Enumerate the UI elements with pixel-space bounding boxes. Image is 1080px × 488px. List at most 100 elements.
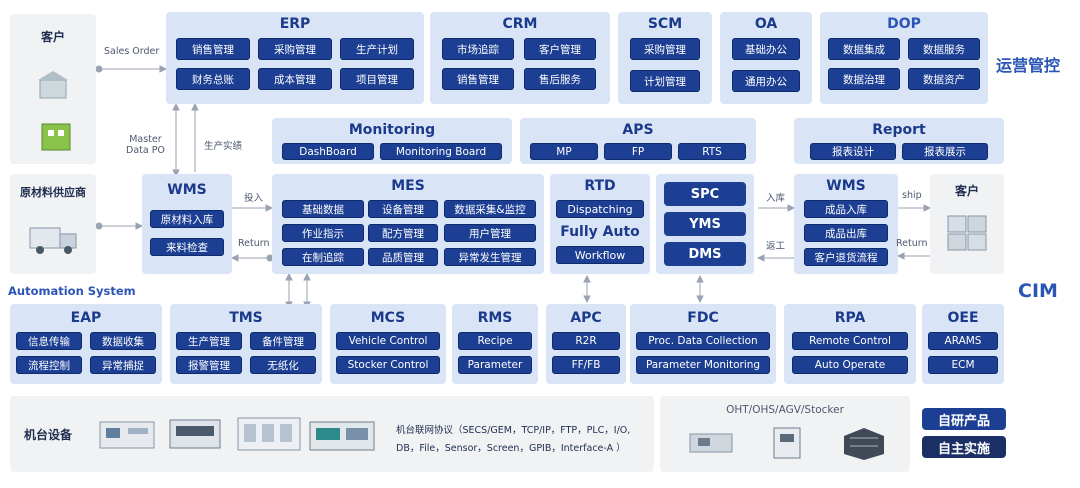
wms-left-item[interactable]: 来料检查 (150, 238, 224, 256)
dop-title: DOP (887, 16, 921, 32)
mcs-item[interactable]: Stocker Control (336, 356, 440, 374)
oa-item[interactable]: 基础办公 (732, 38, 800, 60)
erp-item[interactable]: 销售管理 (176, 38, 250, 60)
wms-left-item[interactable]: 原材料入库 (150, 210, 224, 228)
fdc-title: FDC (687, 310, 719, 326)
oee-item[interactable]: ECM (928, 356, 998, 374)
stocker-icon (844, 428, 884, 460)
aps-item[interactable]: FP (604, 143, 672, 160)
rework-label: 返工 (766, 241, 786, 252)
scm-panel: SCM 采购管理 计划管理 (618, 12, 712, 104)
scm-item[interactable]: 计划管理 (630, 70, 700, 92)
oa-item[interactable]: 通用办公 (732, 70, 800, 92)
tms-item[interactable]: 备件管理 (250, 332, 316, 350)
apc-item[interactable]: R2R (552, 332, 620, 350)
rms-item[interactable]: Recipe (458, 332, 532, 350)
master-data-label: Master Data PO (126, 134, 165, 156)
mcs-item[interactable]: Vehicle Control (336, 332, 440, 350)
mes-item[interactable]: 设备管理 (368, 200, 438, 218)
monitoring-item[interactable]: DashBoard (282, 143, 374, 160)
crm-item[interactable]: 销售管理 (442, 68, 514, 90)
mes-item[interactable]: 品质管理 (368, 248, 438, 266)
spc-yms-dms-panel: SPC YMS DMS (656, 174, 754, 274)
mes-item[interactable]: 在制追踪 (282, 248, 364, 266)
dop-item[interactable]: 数据服务 (908, 38, 980, 60)
erp-item[interactable]: 成本管理 (258, 68, 332, 90)
supplier-label: 原材料供应商 (20, 186, 86, 199)
spc-box[interactable]: SPC (664, 182, 746, 206)
oee-panel: OEE ARAMS ECM (922, 304, 1004, 384)
monitoring-item[interactable]: Monitoring Board (380, 143, 502, 160)
wms-right-item[interactable]: 成品出库 (804, 224, 888, 242)
return-left-label: Return (238, 238, 270, 249)
eap-item[interactable]: 异常捕捉 (90, 356, 156, 374)
inbound-label: 入库 (766, 193, 786, 204)
dop-item[interactable]: 数据治理 (828, 68, 900, 90)
dop-item[interactable]: 数据资产 (908, 68, 980, 90)
mes-panel: MES 基础数据 设备管理 数据采集&监控 作业指示 配方管理 用户管理 在制追… (272, 174, 544, 274)
machine-icon (237, 417, 301, 451)
erp-panel: ERP 销售管理 采购管理 生产计划 财务总账 成本管理 项目管理 (166, 12, 424, 104)
tms-item[interactable]: 报警管理 (176, 356, 242, 374)
fdc-item[interactable]: Proc. Data Collection (636, 332, 770, 350)
apc-item[interactable]: FF/FB (552, 356, 620, 374)
protocol-line-1: 机台联网协议（SECS/GEM，TCP/IP，FTP，PLC，I/O, (396, 425, 631, 436)
mes-item[interactable]: 基础数据 (282, 200, 364, 218)
crm-panel: CRM 市场追踪 客户管理 销售管理 售后服务 (430, 12, 610, 104)
machine-icon (309, 421, 375, 451)
wms-right-item[interactable]: 成品入库 (804, 200, 888, 218)
rms-item[interactable]: Parameter (458, 356, 532, 374)
mcs-title: MCS (370, 310, 406, 326)
yms-box[interactable]: YMS (664, 212, 746, 236)
report-item[interactable]: 报表设计 (810, 143, 896, 160)
report-item[interactable]: 报表展示 (902, 143, 988, 160)
mes-item[interactable]: 数据采集&监控 (444, 200, 536, 218)
dop-item[interactable]: 数据集成 (828, 38, 900, 60)
rtd-workflow[interactable]: Workflow (556, 246, 644, 264)
fdc-panel: FDC Proc. Data Collection Parameter Moni… (630, 304, 776, 384)
supplier-box: 原材料供应商 (10, 174, 96, 274)
sales-order-label: Sales Order (104, 46, 160, 57)
eap-item[interactable]: 信息传输 (16, 332, 82, 350)
scm-item[interactable]: 采购管理 (630, 38, 700, 60)
dop-panel: DOP 数据集成 数据服务 数据治理 数据资产 (820, 12, 988, 104)
erp-title: ERP (279, 16, 311, 32)
erp-item[interactable]: 采购管理 (258, 38, 332, 60)
tms-item[interactable]: 无纸化 (250, 356, 316, 374)
building-icon (41, 123, 71, 151)
rpa-item[interactable]: Remote Control (792, 332, 908, 350)
mes-item[interactable]: 作业指示 (282, 224, 364, 242)
crm-item[interactable]: 市场追踪 (442, 38, 514, 60)
legend-self-developed: 自研产品 (922, 408, 1006, 430)
erp-item[interactable]: 财务总账 (176, 68, 250, 90)
machine-icon (169, 419, 221, 449)
tms-item[interactable]: 生产管理 (176, 332, 242, 350)
automation-system-label: Automation System (8, 284, 136, 298)
rtd-dispatching[interactable]: Dispatching (556, 200, 644, 218)
fdc-item[interactable]: Parameter Monitoring (636, 356, 770, 374)
protocol-line-2: DB，File，Sensor，Screen，GPIB，Interface-A ） (396, 443, 626, 454)
oht-label: OHT/OHS/AGV/Stocker (726, 404, 844, 416)
aps-item[interactable]: MP (530, 143, 598, 160)
dms-box[interactable]: DMS (664, 242, 746, 266)
erp-item[interactable]: 生产计划 (340, 38, 414, 60)
crm-item[interactable]: 客户管理 (524, 38, 596, 60)
monitoring-title: Monitoring (348, 122, 436, 138)
erp-item[interactable]: 项目管理 (340, 68, 414, 90)
customer-label: 客户 (40, 30, 65, 44)
cim-label: CIM (1018, 280, 1058, 302)
eap-item[interactable]: 流程控制 (16, 356, 82, 374)
mes-item[interactable]: 配方管理 (368, 224, 438, 242)
wms-right-item[interactable]: 客户退货流程 (804, 248, 888, 266)
aps-item[interactable]: RTS (678, 143, 746, 160)
report-title: Report (872, 122, 926, 138)
mes-item[interactable]: 用户管理 (444, 224, 536, 242)
return-right-label: Return (896, 238, 928, 249)
mes-item[interactable]: 异常发生管理 (444, 248, 536, 266)
crm-item[interactable]: 售后服务 (524, 68, 596, 90)
rpa-item[interactable]: Auto Operate (792, 356, 908, 374)
apc-title: APC (570, 310, 602, 326)
legend-self-implemented: 自主实施 (922, 436, 1006, 458)
eap-item[interactable]: 数据收集 (90, 332, 156, 350)
oee-item[interactable]: ARAMS (928, 332, 998, 350)
